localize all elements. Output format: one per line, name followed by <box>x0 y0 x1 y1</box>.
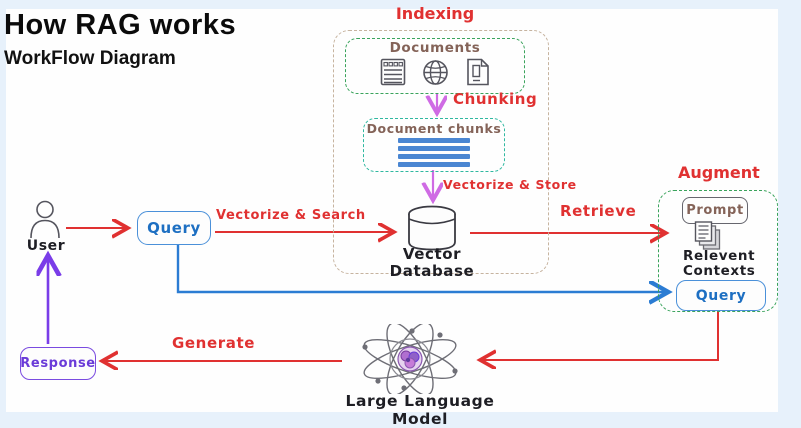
atom-icon <box>356 324 464 394</box>
generate-edge-label: Generate <box>172 334 256 352</box>
stacked-documents-icon <box>694 221 728 251</box>
vectorize-search-edge-label: Vectorize & Search <box>216 208 366 223</box>
chunking-edge-label: Chunking <box>453 90 538 108</box>
user-label: User <box>26 238 66 254</box>
documents-label: Documents <box>389 40 481 56</box>
augment-query-box: Query <box>676 280 766 311</box>
vector-database-label: Vector Database <box>389 245 475 280</box>
documents-box: Documents <box>345 38 525 94</box>
user-icon <box>27 200 63 240</box>
retrieve-edge-label: Retrieve <box>560 202 637 220</box>
chunk-bars <box>398 138 470 167</box>
augment-container <box>658 190 778 312</box>
chunk-bar <box>398 146 470 151</box>
prompt-box: Prompt <box>682 197 748 224</box>
response-box: Response <box>20 347 96 380</box>
database-cylinder-icon <box>406 204 458 252</box>
page-subtitle: WorkFlow Diagram <box>4 48 176 69</box>
vectorize-store-edge-label: Vectorize & Store <box>443 177 577 192</box>
globe-icon <box>422 59 449 86</box>
page-title: How RAG works <box>4 9 237 41</box>
query-box: Query <box>137 211 211 245</box>
file-icon <box>465 58 491 86</box>
chunk-bar <box>398 154 470 159</box>
augment-section-label: Augment <box>678 163 760 182</box>
indexing-section-label: Indexing <box>395 4 475 23</box>
indexing-container <box>333 30 549 274</box>
chunk-bar <box>398 162 470 167</box>
chunk-bar <box>398 138 470 143</box>
document-chunks-box: Document chunks <box>363 118 505 172</box>
document-list-icon <box>380 58 406 86</box>
document-chunks-label: Document chunks <box>366 121 502 136</box>
llm-label: Large Language Model <box>345 392 495 428</box>
relevant-contexts-label: Relevent Contexts <box>683 248 756 279</box>
